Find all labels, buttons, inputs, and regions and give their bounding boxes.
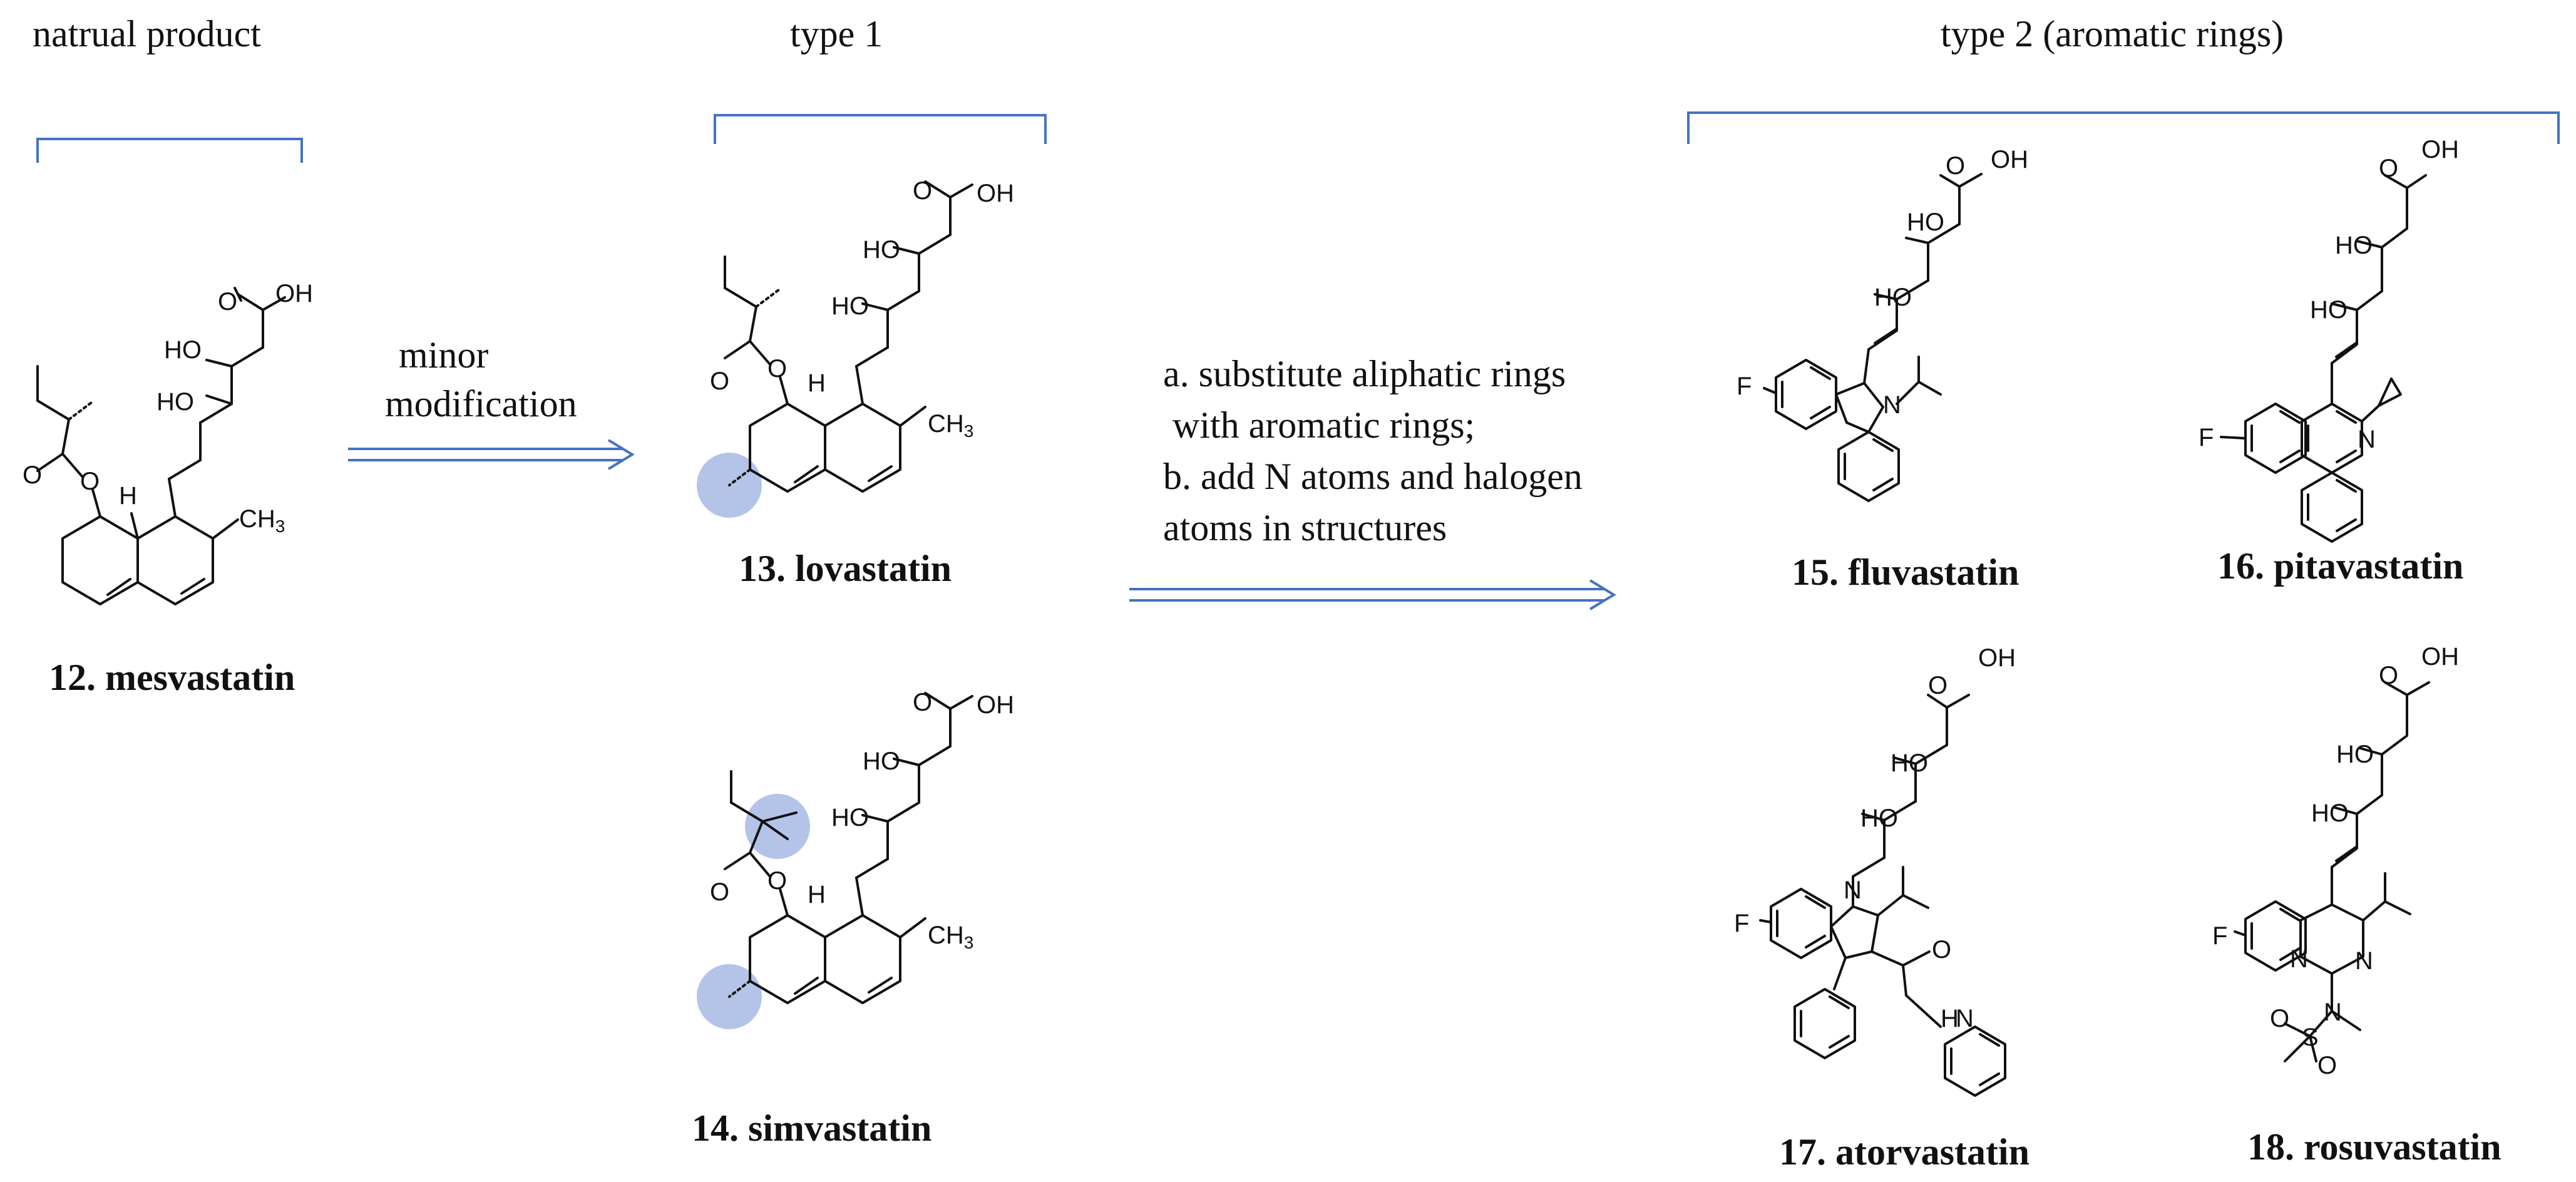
caption-atorvastatin: 17. atorvastatin [1779, 1131, 2029, 1173]
atom-o-s-2: O [2317, 1052, 2337, 1079]
structure-simvastatin: O O H HO HO O OH CH3 [710, 689, 1014, 1004]
atom-f: F [1734, 910, 1749, 937]
bracket-natural [36, 138, 303, 163]
caption-pitavastatin: 16. pitavastatin [2217, 545, 2464, 587]
atom-o-acid: O [1928, 672, 1947, 699]
structure-fluvastatin: F N HO HO O OH [1737, 146, 2028, 502]
atom-f: F [2199, 424, 2214, 451]
caption-fluvastatin: 15. fluvastatin [1792, 552, 2019, 593]
atom-o-amide: O [1932, 936, 1951, 964]
atom-n-amide: N [1956, 1005, 1974, 1032]
caption-rosuvastatin: 18. rosuvastatin [2247, 1126, 2502, 1168]
atom-ch3: CH3 [239, 505, 285, 536]
structure-atorvastatin: F N O H N HO HO O OH [1734, 644, 2016, 1097]
atom-ch3: CH3 [928, 410, 973, 441]
bracket-type-1 [714, 114, 1047, 144]
header-natural-product: natrual product [33, 13, 261, 54]
caption-simvastatin: 14. simvastatin [692, 1107, 932, 1149]
atom-n-3: N [2324, 999, 2342, 1026]
atom-o-carbonyl: O [710, 878, 729, 906]
structure-rosuvastatin: F N N N S O O HO HO O OH [2212, 643, 2459, 1079]
atom-ho-2: HO [863, 748, 900, 775]
atom-o-acid: O [1946, 152, 1965, 180]
atom-oh-acid: OH [275, 280, 313, 307]
atom-oh-acid: OH [1991, 146, 2028, 173]
atom-ho-1: HO [2310, 296, 2348, 324]
atom-h: H [119, 482, 137, 510]
atom-ho-1: HO [1874, 284, 1912, 311]
atom-o-acid: O [2379, 155, 2398, 182]
note-aromatic-modification: a. substitute aliphatic rings with aroma… [1163, 348, 1651, 553]
atom-oh-acid: OH [977, 691, 1014, 719]
atom-o-acid: O [913, 177, 932, 205]
atom-ho-1: HO [157, 388, 194, 416]
structure-lovastatin: O O H HO HO O OH CH3 [710, 177, 1014, 493]
note-minor-line-2: modification [385, 383, 577, 424]
highlight-dimethyl-simvastatin [745, 794, 810, 859]
atom-ho-1: HO [831, 804, 869, 831]
atom-h-amide: H [1941, 1005, 1959, 1032]
atom-ho-2: HO [1891, 749, 1928, 777]
atom-o-acid: O [218, 288, 237, 316]
note-aromatic-line-4: atoms in structures [1163, 507, 1447, 548]
note-minor-modification: minor modification [385, 331, 577, 428]
atom-o-carbonyl: O [710, 367, 729, 395]
atom-ho-1: HO [831, 292, 869, 320]
atom-o-ester: O [767, 867, 787, 895]
atom-ho-2: HO [1907, 208, 1944, 236]
atom-h: H [808, 369, 826, 397]
atom-o-ester: O [767, 355, 787, 383]
arrow-aromatic-modification [1129, 579, 1616, 610]
note-aromatic-line-1: a. substitute aliphatic rings [1163, 353, 1566, 394]
atom-o-s-1: O [2270, 1005, 2289, 1032]
atom-h: H [808, 881, 826, 908]
atom-oh-acid: OH [977, 180, 1014, 207]
atom-o-ester: O [80, 468, 100, 495]
atom-ho-2: HO [164, 336, 202, 364]
bracket-type-2 [1687, 111, 2560, 144]
atom-oh-acid: OH [1978, 644, 2016, 672]
atom-o-acid: O [913, 689, 932, 716]
atom-ho-2: HO [2335, 232, 2373, 259]
atom-ho-1: HO [1860, 804, 1898, 832]
atom-f: F [2212, 922, 2227, 950]
header-type-2: type 2 (aromatic rings) [1941, 13, 2284, 54]
atom-n: N [2358, 426, 2376, 453]
note-aromatic-line-3: b. add N atoms and halogen [1163, 456, 1583, 497]
atom-f: F [1737, 373, 1752, 400]
arrow-minor-modification [348, 439, 635, 470]
atom-s: S [2302, 1024, 2319, 1051]
atom-ho-2: HO [863, 236, 900, 264]
atom-n: N [1844, 876, 1862, 904]
atom-oh-acid: OH [2421, 643, 2459, 671]
atom-ch3: CH3 [928, 922, 973, 952]
atom-ho-1: HO [2311, 799, 2349, 827]
atom-o-carbonyl: O [23, 461, 42, 489]
note-minor-line-1: minor [399, 334, 489, 376]
structure-mesvastatin: O O H HO HO O OH CH3 [23, 280, 313, 605]
atom-ho-2: HO [2336, 741, 2374, 768]
caption-mesvastatin: 12. mesvastatin [49, 657, 295, 698]
header-type-1: type 1 [790, 13, 883, 54]
atom-n-2: N [2355, 947, 2373, 975]
caption-lovastatin: 13. lovastatin [739, 548, 952, 589]
atom-o-acid: O [2379, 662, 2398, 689]
structure-pitavastatin: F N HO HO O OH [2199, 136, 2459, 543]
atom-oh-acid: OH [2421, 136, 2459, 163]
atom-n: N [1883, 391, 1901, 419]
note-aromatic-line-2: with aromatic rings; [1163, 404, 1475, 446]
atom-n-1: N [2290, 945, 2308, 973]
